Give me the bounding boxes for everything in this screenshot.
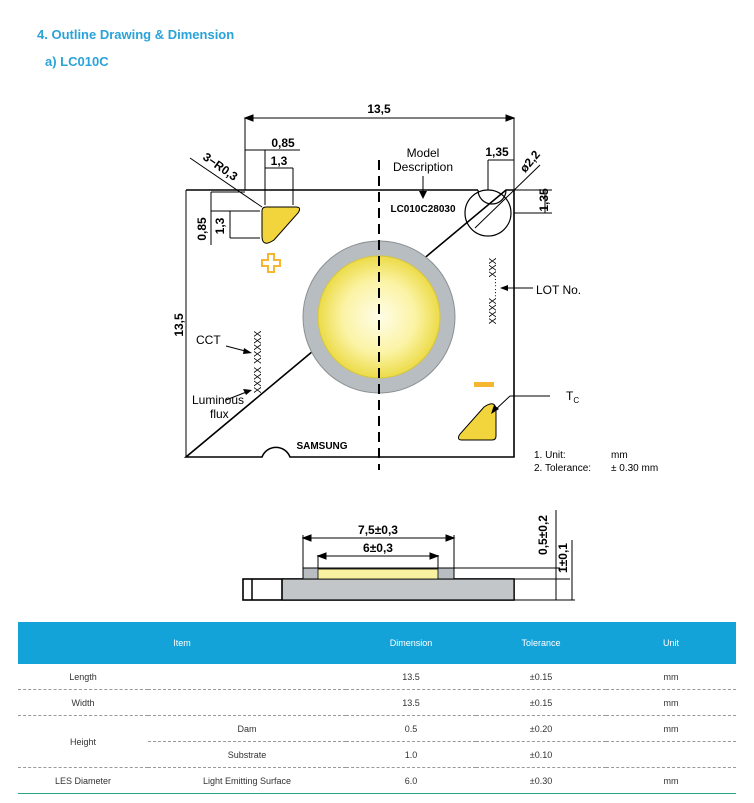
dim-pad-top <box>244 149 300 205</box>
note-1-label: 1. Unit: <box>534 450 566 461</box>
phosphor-side <box>317 568 439 580</box>
dim-13-top: 1,3 <box>271 154 288 168</box>
tc-label: TC <box>566 389 579 405</box>
model-arrow <box>419 191 427 199</box>
minus-marker <box>474 382 494 387</box>
dim-085-side: 0,85 <box>195 217 209 241</box>
package-outline <box>183 189 515 458</box>
header-unit: Unit <box>606 622 736 664</box>
brand-label: SAMSUNG <box>296 441 347 452</box>
side-view <box>242 567 575 601</box>
flux-label-1: Luminous <box>192 393 244 407</box>
dim-13-side: 1,3 <box>213 217 227 234</box>
side-dim-75: 7,5±0,3 <box>358 523 398 537</box>
header-item: Item <box>18 622 346 664</box>
table-row: Substrate 1.0 ±0.10 <box>18 741 736 768</box>
cct-code: XXXX XXXXX <box>253 330 264 393</box>
flux-label-2: flux <box>210 407 229 421</box>
dim-135-side: 1,35 <box>537 188 551 212</box>
side-dim-05: 0,5±0,2 <box>536 515 550 555</box>
table-row: Length 13.5 ±0.15 mm <box>18 664 736 690</box>
side-dim-6: 6±0,3 <box>363 541 393 555</box>
table-row: Height Dam 0.5 ±0.20 mm <box>18 715 736 768</box>
note-2-label: 2. Tolerance: <box>534 463 591 474</box>
side-dim-1: 1±0,1 <box>556 543 570 573</box>
note-1-value: mm <box>611 450 628 461</box>
section-title: 4. Outline Drawing & Dimension <box>37 27 235 42</box>
header-tolerance: Tolerance <box>476 622 606 664</box>
model-label-1: Model <box>407 146 440 160</box>
note-2-value: ± 0.30 mm <box>611 463 658 474</box>
table-row: Width 13.5 ±0.15 mm <box>18 689 736 716</box>
lot-arrow <box>500 285 508 291</box>
dim-085-top: 0,85 <box>271 136 295 150</box>
dim-height-label: 13,5 <box>172 313 186 337</box>
mounting-hole <box>464 189 512 237</box>
outline-drawing: 13,5 13,5 0,85 1,3 0,85 1,3 3−R0,3 Model… <box>172 102 658 601</box>
dim-width-label: 13,5 <box>367 102 391 116</box>
subsection-title: a) LC010C <box>45 54 109 69</box>
table-header-row: Item Dimension Tolerance Unit <box>18 622 736 664</box>
dimension-table: Item Dimension Tolerance Unit Length 13.… <box>18 622 736 794</box>
dim-135-top: 1,35 <box>485 145 509 159</box>
dim-hole <box>474 159 552 229</box>
lot-label: LOT No. <box>536 283 581 297</box>
flux-arrow <box>243 389 252 395</box>
lot-code: XXXX……XXX <box>488 257 499 324</box>
model-code: LC010C28030 <box>390 204 455 215</box>
tc-arrow <box>491 405 499 414</box>
model-label-2: Description <box>393 160 453 174</box>
dim-width <box>243 114 516 190</box>
cathode-pad <box>457 403 497 441</box>
table-row: LES Diameter Light Emitting Surface 6.0 … <box>18 767 736 794</box>
plus-marker <box>261 253 281 273</box>
header-dimension: Dimension <box>346 622 476 664</box>
side-dims <box>301 510 573 600</box>
cct-arrow <box>243 348 252 354</box>
cct-label: CCT <box>196 333 221 347</box>
dim-hole-diameter: ø2,2 <box>517 147 543 175</box>
anode-pad <box>261 206 301 244</box>
radius-leader <box>189 157 263 208</box>
